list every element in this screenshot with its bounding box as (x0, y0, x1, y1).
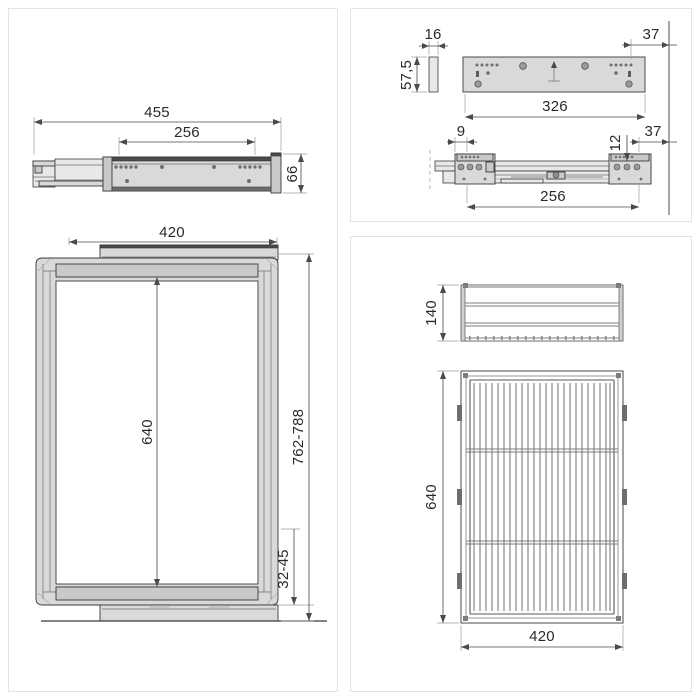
dimension-256-plan: 256 (467, 188, 639, 210)
slide-carriage-front (454, 153, 496, 185)
basket-wire-grid (473, 383, 611, 611)
plate-hole-mid-left (519, 62, 527, 70)
orientation-symbol (548, 61, 560, 82)
dimension-455: 455 (34, 104, 281, 125)
panel-mounting-plate-detail: 16 57,5 (350, 8, 692, 222)
slide-rail-plan-view: 9 12 37 (429, 123, 677, 210)
dim-640-basket-label: 640 (423, 484, 440, 510)
dim-140-label: 140 (423, 300, 440, 326)
mounting-plate-front: 326 37 (462, 26, 677, 120)
dimension-16: 16 (419, 26, 448, 49)
dimension-12: 12 (607, 134, 630, 161)
slide-hole-pattern (114, 165, 262, 183)
dim-37-top-label: 37 (642, 26, 659, 43)
soft-close-mechanism (500, 171, 603, 184)
mounting-plate-section: 16 57,5 (398, 26, 448, 93)
dim-256-label: 256 (174, 124, 200, 141)
left-panel-svg: 455 256 66 (32, 104, 327, 622)
dimension-66: 66 (284, 154, 304, 193)
panel-slide-and-frame: 455 256 66 (8, 8, 338, 692)
dimension-32-45: 32-45 (275, 528, 300, 605)
dim-420-basket-label: 420 (529, 628, 555, 645)
dimension-326: 326 (465, 98, 645, 120)
dimension-140: 140 (423, 285, 446, 341)
top-right-panel-svg: 16 57,5 (398, 21, 677, 215)
wire-basket-side-view: 140 (423, 283, 624, 342)
dim-455-label: 455 (144, 104, 170, 121)
drawer-slide-side-view: 455 256 66 (32, 104, 307, 194)
panel-wire-basket: 140 (350, 236, 692, 692)
dim-57-5-label: 57,5 (398, 60, 415, 90)
dim-762-788-label: 762-788 (290, 409, 307, 465)
dimension-762-788: 762-788 (290, 254, 312, 621)
dimension-37-bottom: 37 (630, 123, 677, 145)
dim-256-plan-label: 256 (540, 188, 566, 205)
plate-hole-mid-right (581, 62, 589, 70)
basket-wire-ends (469, 336, 615, 340)
dim-640-frame-label: 640 (139, 419, 156, 445)
dim-37-bottom-label: 37 (644, 123, 661, 140)
dimension-640-frame: 640 (139, 277, 160, 587)
dimension-420-frame: 420 (69, 224, 277, 245)
dimension-37-top: 37 (622, 26, 677, 48)
slide-carriage-rear (608, 153, 652, 185)
dimension-256: 256 (119, 124, 255, 145)
pull-out-frame-front-view: 420 640 762-788 (35, 224, 327, 622)
plate-hole-group-right (609, 63, 633, 88)
dim-9-label: 9 (457, 123, 466, 140)
wire-basket-plan-view: 640 420 (423, 370, 627, 651)
dim-326-label: 326 (542, 98, 568, 115)
dim-66-label: 66 (284, 165, 301, 182)
dimension-640-basket: 640 (423, 371, 446, 623)
dimension-57-5: 57,5 (398, 57, 420, 92)
plate-hole-group-left (474, 63, 499, 88)
dim-16-label: 16 (424, 26, 441, 43)
dim-32-45-label: 32-45 (275, 549, 292, 588)
dimension-9: 9 (447, 123, 477, 145)
basket-hooks (457, 405, 627, 589)
dimension-420-basket: 420 (461, 628, 623, 650)
dim-12-label: 12 (607, 134, 624, 151)
dim-420-frame-label: 420 (159, 224, 185, 241)
bottom-right-panel-svg: 140 (423, 283, 627, 651)
